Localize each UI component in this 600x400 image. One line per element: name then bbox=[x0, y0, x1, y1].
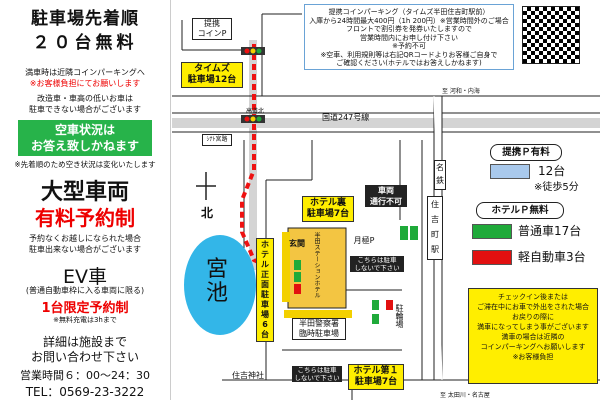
large-title: 大型車両 bbox=[40, 180, 129, 205]
shitei-label: ｼﾅﾄ宮路 bbox=[202, 134, 232, 146]
large-note-1: 予約なくお越しになられた場合 bbox=[29, 234, 141, 243]
meitetsu-label: 名 鉄 bbox=[434, 160, 446, 190]
station-label: 住 吉 町 駅 bbox=[427, 196, 443, 260]
low-car-1: 改造車・車高の低いお車は bbox=[37, 94, 133, 103]
info-line-1: 入庫から24時間最大400円（1h 200円）※営業時間外のご場合 bbox=[309, 16, 509, 25]
koudoukita-label: 高道北 bbox=[246, 108, 265, 115]
detail-2: お問い合わせ下さい bbox=[30, 350, 139, 364]
one-way-label: 車両 通行不可 bbox=[365, 185, 407, 207]
hotel-dai1-label: ホテル第１ 駐車場7台 bbox=[348, 364, 404, 390]
status-text-1: 空車状況は bbox=[54, 123, 115, 137]
no-park-1: こちらは駐車 しないで下さい bbox=[350, 256, 404, 272]
legend-paid-title: 提携Ｐ有料 bbox=[490, 144, 562, 161]
title: 駐車場先着順 bbox=[31, 9, 139, 29]
detail-1: 詳細は施設まで bbox=[42, 335, 127, 349]
to-otagawa: 至 太田川・名古屋 bbox=[440, 392, 490, 399]
low-car-2: 駐車できない場合がございます bbox=[29, 105, 141, 114]
qr-code[interactable] bbox=[522, 6, 580, 64]
hotel-front-label: ホテル 正面 駐車場 6台 bbox=[256, 238, 274, 342]
status-note: ※先着順のため空き状況は変化いたします bbox=[14, 160, 156, 169]
status-text-2: お答え致しかねます bbox=[30, 139, 139, 153]
info-line-6: ご確認ください(ホテルではお答えしかねます) bbox=[336, 59, 482, 67]
parking-slots bbox=[294, 226, 418, 324]
road-kokudou bbox=[172, 118, 600, 128]
ev-sub: 1台限定予約制 bbox=[41, 301, 129, 316]
hotel-back-label: ホテル裏 駐車場7台 bbox=[302, 196, 354, 222]
no-park-2: こちらは駐車 しないで下さい bbox=[292, 366, 342, 382]
ev-title: EV車 bbox=[62, 266, 107, 288]
kei-swatch bbox=[472, 250, 512, 265]
tel: TEL：0569-23-3222 bbox=[25, 385, 145, 399]
map: 提携 コインP タイムズ 駐車場12台 高道北 国道247号線 ｼﾅﾄ宮路 北 … bbox=[172, 0, 600, 400]
pond-label: 宮 池 bbox=[206, 257, 229, 306]
bike-parking-label: 駐輪場 bbox=[395, 304, 404, 328]
regular-swatch bbox=[472, 224, 512, 239]
checkin-6: コインパーキングへお願いします bbox=[480, 343, 586, 351]
info-line-2: フロントで割引券を発券いたしますので bbox=[346, 25, 472, 33]
large-sub: 有料予約制 bbox=[35, 206, 135, 230]
checkin-3: お戻りの際に bbox=[512, 313, 554, 321]
checkin-1: チェックイン後または bbox=[498, 293, 568, 301]
regular-count: 普通車17台 bbox=[518, 224, 582, 238]
station-hotel-label: 半田ステーションホテル bbox=[313, 232, 320, 298]
checkin-4: 満車になってしまう事がございます bbox=[477, 323, 589, 331]
large-note-2: 駐車出来ない場合がございます bbox=[29, 245, 141, 254]
paid-count: 12台 bbox=[538, 164, 566, 178]
times-label: タイムズ 駐車場12台 bbox=[181, 62, 243, 88]
checkin-7: ※お客様負担 bbox=[512, 353, 554, 361]
legend-free-title: ホテルＰ無料 bbox=[476, 202, 564, 219]
left-panel: 駐車場先着順 ２０台無料 満車時は近隣コインパーキングへ ※お客様負担にてお願い… bbox=[0, 0, 170, 400]
coin-info-box: 提携コインパーキング（タイムズ半田住吉町駅前） 入庫から24時間最大400円（1… bbox=[304, 4, 514, 70]
checkin-box: チェックイン後または ご滞在中にお車で外出をされた場合 お戻りの際に 満車になっ… bbox=[468, 288, 598, 384]
genkan-label: 玄関 bbox=[289, 239, 305, 248]
checkin-2: ご滞在中にお車で外出をされた場合 bbox=[477, 303, 589, 311]
coin-partner-label: 提携 コインP bbox=[192, 18, 232, 40]
full-note-red: ※お客様負担にてお願いします bbox=[29, 79, 141, 88]
paid-swatch bbox=[490, 164, 530, 179]
hours: 営業時間６：00〜24：30 bbox=[20, 369, 150, 382]
full-note: 満車時は近隣コインパーキングへ bbox=[25, 68, 145, 77]
kokudou-label: 国道247号線 bbox=[322, 113, 370, 122]
divider bbox=[170, 0, 171, 400]
kei-count: 軽自動車3台 bbox=[518, 250, 586, 264]
ev-small: ※無料充電は3hまで bbox=[53, 316, 117, 324]
status-button: 空車状況は お答え致しかねます bbox=[18, 120, 152, 156]
to-kowa: 至 河和・内海 bbox=[442, 88, 480, 95]
info-line-4: ※予約不可 bbox=[392, 42, 426, 50]
police-label: 半田警察署 臨時駐車場 bbox=[292, 318, 346, 340]
info-title: 提携コインパーキング（タイムズ半田住吉町駅前） bbox=[328, 8, 490, 16]
monthly-label: 月極P bbox=[353, 236, 375, 245]
pond-shape bbox=[184, 235, 256, 335]
title-free: ２０台無料 bbox=[32, 33, 138, 53]
info-line-5: ※空車、利用規則等は右記QRコードよりお客様ご自身で bbox=[320, 50, 498, 59]
route-path bbox=[240, 44, 271, 270]
shrine-label: 住吉神社 bbox=[232, 371, 264, 380]
paid-walk: ※徒歩5分 bbox=[534, 182, 579, 193]
north-label: 北 bbox=[201, 206, 214, 220]
checkin-5: 満車の場合は近隣の bbox=[501, 333, 565, 341]
ev-note: (普通自動車枠に入る車両に限る) bbox=[25, 286, 145, 295]
info-line-3: 営業時間内にお申し付け下さい bbox=[360, 33, 458, 42]
